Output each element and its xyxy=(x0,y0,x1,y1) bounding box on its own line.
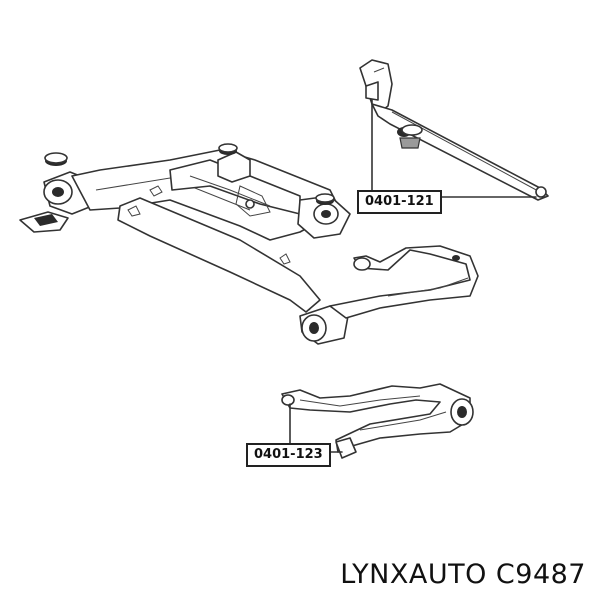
lower-control-arm-drawing xyxy=(281,383,474,459)
control-arm-upper-drawing xyxy=(329,245,479,319)
trailing-arm-drawing xyxy=(359,59,549,201)
part-number-label-123: 0401-123 xyxy=(246,443,331,467)
leader-line-121 xyxy=(371,99,537,198)
subframe-drawing xyxy=(19,143,351,345)
leader-line-123 xyxy=(289,403,343,453)
product-caption: LYNXAUTO C9487 xyxy=(340,559,586,590)
part-number-label-121: 0401-121 xyxy=(357,190,442,214)
